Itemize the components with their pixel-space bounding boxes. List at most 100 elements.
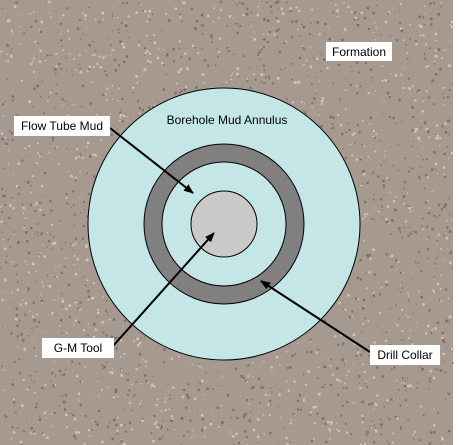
formation-grain [362, 363, 364, 366]
formation-grain [114, 59, 117, 62]
formation-grain [9, 246, 12, 249]
formation-grain [418, 92, 419, 94]
formation-grain [128, 389, 131, 392]
formation-grain [390, 73, 392, 75]
formation-grain [146, 20, 149, 23]
formation-grain [72, 414, 75, 417]
formation-grain [350, 433, 353, 435]
formation-grain [162, 425, 164, 427]
formation-grain [392, 432, 395, 435]
formation-grain [27, 335, 29, 337]
formation-grain [332, 82, 335, 85]
formation-grain [433, 431, 436, 434]
formation-grain [40, 153, 42, 155]
formation-grain [451, 152, 454, 155]
formation-grain [139, 341, 141, 344]
formation-grain [21, 404, 24, 407]
formation-grain [374, 427, 377, 429]
formation-grain [387, 441, 389, 442]
formation-grain [117, 32, 120, 34]
formation-grain [411, 167, 414, 170]
formation-grain [404, 399, 407, 402]
formation-grain [105, 74, 108, 77]
formation-grain [284, 41, 287, 44]
formation-grain [111, 367, 114, 370]
formation-grain [88, 6, 91, 9]
formation-grain [301, 345, 303, 347]
formation-grain [226, 24, 229, 27]
formation-grain [0, 50, 3, 53]
formation-grain [289, 422, 292, 425]
formation-grain [88, 44, 91, 47]
formation-grain [352, 364, 354, 366]
formation-grain [383, 113, 385, 115]
formation-grain [375, 148, 377, 150]
formation-grain [410, 210, 412, 213]
formation-grain [89, 102, 92, 105]
formation-grain [221, 376, 224, 378]
formation-grain [345, 77, 347, 79]
formation-grain [105, 299, 108, 302]
formation-grain [372, 248, 375, 251]
formation-grain [212, 388, 214, 390]
formation-grain [164, 401, 167, 403]
formation-grain [420, 25, 423, 28]
formation-grain [245, 13, 249, 16]
formation-grain [87, 193, 91, 196]
formation-grain [76, 27, 80, 30]
formation-grain [62, 298, 64, 300]
formation-grain [249, 86, 252, 89]
formation-grain [210, 34, 213, 37]
formation-grain [361, 415, 364, 418]
formation-grain [364, 200, 367, 204]
formation-grain [195, 86, 198, 89]
formation-grain [214, 64, 217, 67]
formation-grain [244, 379, 247, 382]
formation-grain [400, 427, 403, 430]
formation-grain [349, 143, 352, 146]
formation-grain [152, 105, 155, 108]
formation-grain [374, 150, 376, 153]
formation-grain [128, 421, 131, 423]
formation-grain [14, 265, 16, 267]
formation-grain [372, 198, 375, 201]
formation-grain [78, 308, 81, 311]
formation-grain [81, 84, 85, 87]
formation-grain [187, 396, 190, 399]
formation-grain [236, 22, 239, 25]
formation-grain [420, 405, 422, 408]
formation-grain [102, 93, 105, 97]
formation-grain [420, 296, 424, 299]
formation-grain [169, 394, 171, 396]
formation-grain [383, 161, 385, 163]
formation-grain [424, 13, 426, 15]
formation-grain [127, 393, 130, 396]
formation-grain [379, 140, 382, 142]
formation-grain [245, 399, 249, 402]
formation-grain [181, 395, 184, 398]
formation-grain [435, 162, 438, 166]
formation-grain [183, 88, 187, 92]
formation-grain [301, 45, 304, 47]
formation-grain [418, 251, 421, 254]
formation-grain [448, 64, 451, 67]
formation-grain [7, 60, 10, 63]
formation-grain [403, 181, 406, 184]
formation-grain [240, 375, 243, 378]
formation-grain [342, 308, 344, 310]
formation-grain [242, 54, 244, 56]
formation-grain [389, 146, 391, 148]
formation-grain [66, 332, 68, 334]
formation-grain [305, 59, 308, 62]
formation-grain [124, 320, 127, 323]
formation-grain [411, 145, 413, 148]
formation-grain [359, 278, 362, 281]
formation-grain [74, 242, 77, 245]
formation-grain [283, 42, 286, 45]
formation-grain [65, 100, 67, 102]
formation-grain [418, 290, 420, 293]
formation-grain [30, 63, 33, 65]
formation-grain [346, 374, 348, 377]
formation-grain [389, 35, 391, 37]
formation-grain [138, 106, 141, 110]
